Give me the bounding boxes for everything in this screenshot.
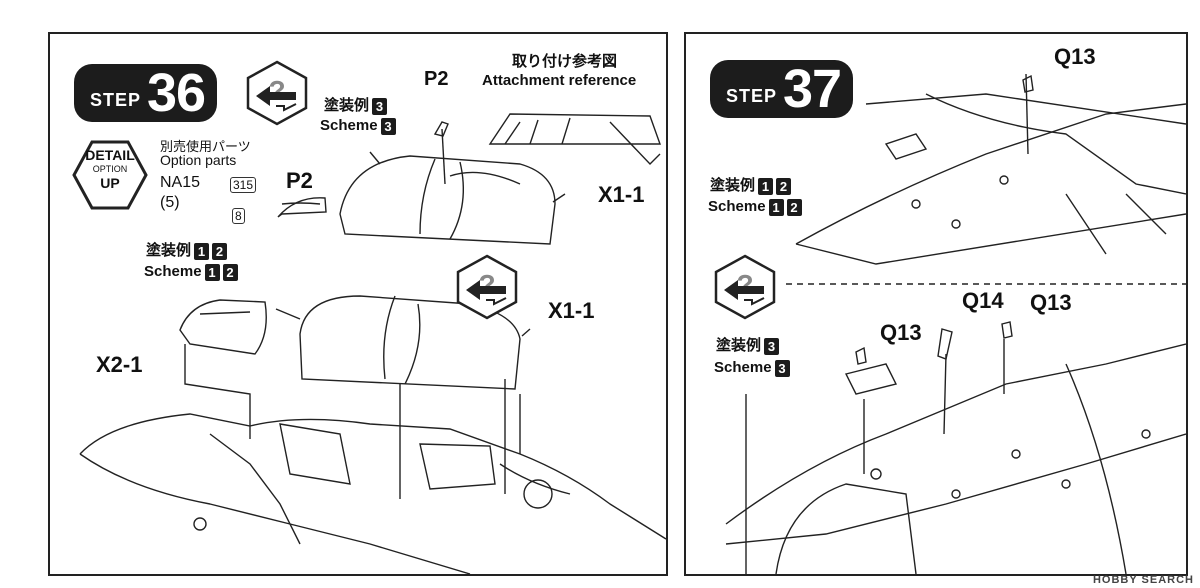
step-36-panel: STEP 36 ? 取り付け参考図 Attachment reference P… — [48, 32, 668, 576]
attach-ref-en: Attachment reference — [482, 72, 637, 89]
part-label-p2-option: P2 — [286, 168, 313, 193]
attach-ref-jp: 取り付け参考図 — [512, 53, 618, 70]
svg-text:?: ? — [736, 269, 753, 300]
step-number: 37 — [783, 59, 842, 119]
step-37-illustration — [725, 73, 1186, 574]
part-label-p2-top: P2 — [424, 68, 449, 90]
flip-direction-icon: ? — [246, 60, 308, 126]
part-label-x1-1-mid: X1-1 — [548, 298, 595, 323]
option-parts-jp: 別売使用パーツ — [160, 139, 251, 154]
part-number-8: 8 — [232, 208, 245, 224]
detail-up-badge-icon — [72, 140, 148, 210]
badge-line3: UP — [100, 175, 120, 191]
part-label-x2-1: X2-1 — [96, 352, 143, 377]
detail-up-badge: DETAIL OPTION UP — [72, 148, 148, 190]
part-label-q14: Q14 — [962, 288, 1004, 313]
part-label-q13-right: Q13 — [1030, 290, 1072, 315]
badge-line1: DETAIL — [85, 147, 135, 163]
flip-direction-icon: ? — [714, 254, 776, 320]
step-word: STEP — [90, 89, 142, 110]
watermark: HOBBY SEARCH — [1092, 574, 1194, 586]
option-parts-en: Option parts — [160, 152, 237, 168]
badge-line2: OPTION — [92, 164, 128, 174]
part-label-x1-1-top: X1-1 — [598, 182, 645, 207]
step-number: 36 — [147, 63, 206, 123]
step-36-badge: STEP 36 — [74, 63, 218, 123]
part-number-315: 315 — [230, 177, 257, 193]
flip-direction-icon-2: ? — [456, 254, 518, 320]
step-37-badge: STEP 37 — [710, 59, 854, 119]
svg-text:?: ? — [268, 75, 285, 106]
svg-text:?: ? — [478, 269, 495, 300]
step-word: STEP — [726, 85, 778, 106]
part-label-q13-left: Q13 — [880, 320, 922, 345]
part-label-q13-top: Q13 — [1054, 44, 1096, 69]
na-code: NA15 — [160, 174, 201, 191]
na-qty: (5) — [160, 194, 180, 211]
